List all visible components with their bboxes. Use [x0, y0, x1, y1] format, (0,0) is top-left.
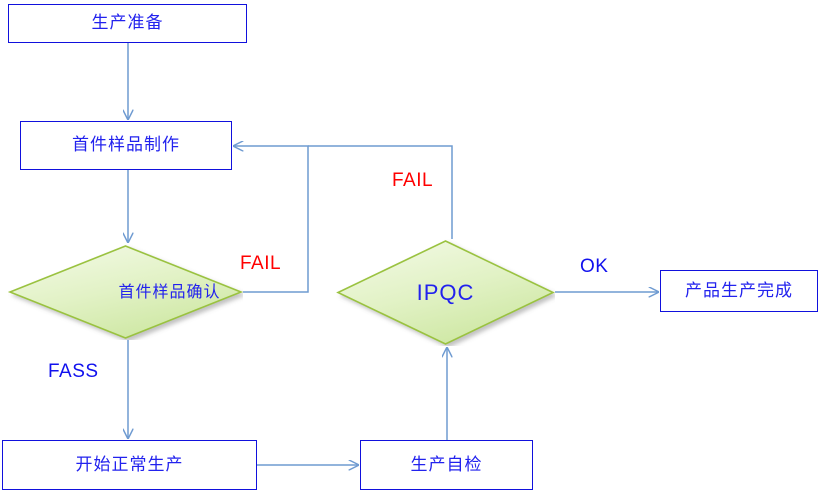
edge-label-confirm-fail: FAIL [240, 253, 282, 274]
diamond-shape [336, 240, 555, 345]
node-production-self-inspection[interactable]: 生产自检 [360, 440, 533, 490]
diamond-shape [8, 245, 243, 339]
edge-label-confirm-pass: FASS [48, 361, 99, 382]
node-ipqc[interactable]: IPQC [336, 239, 555, 346]
node-first-article-sample-making[interactable]: 首件样品制作 [20, 121, 232, 170]
node-label: 首件样品制作 [72, 135, 180, 156]
node-label: 生产准备 [91, 13, 164, 34]
node-start-normal-production[interactable]: 开始正常生产 [2, 440, 257, 490]
edge-confirm-fail-to-sample [234, 146, 309, 293]
node-first-article-sample-confirmation[interactable]: 首件样品确认 [8, 244, 243, 340]
node-label: 产品生产完成 [685, 280, 793, 301]
node-product-production-complete[interactable]: 产品生产完成 [660, 270, 818, 312]
node-label: 开始正常生产 [75, 454, 184, 475]
node-production-preparation[interactable]: 生产准备 [8, 4, 247, 43]
edge-ipqc-fail-to-sample [308, 145, 453, 239]
edge-label-ipqc-pass: OK [580, 256, 609, 277]
edge-label-ipqc-fail: FAIL [392, 170, 434, 191]
node-label: 生产自检 [410, 454, 483, 475]
